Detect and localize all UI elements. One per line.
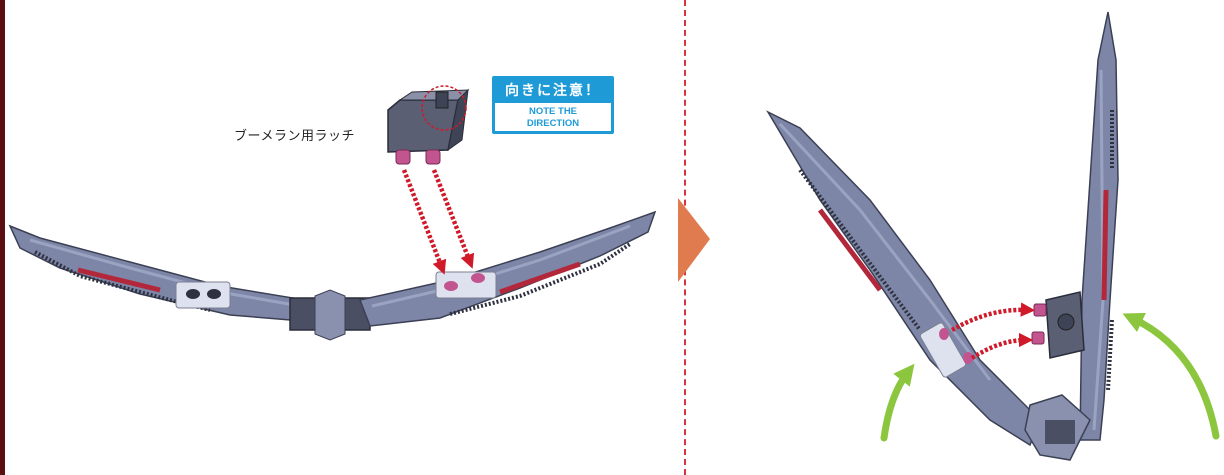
insert-arrows-left: [401, 169, 475, 275]
direction-warning-badge: 向きに注意！ NOTE THE DIRECTION: [492, 76, 614, 134]
curved-arrow-icon: [880, 312, 1220, 442]
boomerang-latch-part-right: [1031, 291, 1085, 359]
boomerang-flat: [8, 210, 657, 341]
warning-subtitle-line2: DIRECTION: [526, 118, 580, 129]
left-edge-bar: [0, 0, 5, 475]
insert-arrows-right: [950, 302, 1036, 360]
boomerang-latch-part: [387, 85, 470, 165]
part-label: ブーメラン用ラッチ: [234, 129, 355, 144]
warning-title: 向きに注意！: [495, 79, 611, 103]
triangle-right-icon: [678, 198, 710, 282]
warning-subtitle-line1: NOTE THE: [528, 106, 578, 117]
boomerang-folded: [766, 11, 1119, 461]
